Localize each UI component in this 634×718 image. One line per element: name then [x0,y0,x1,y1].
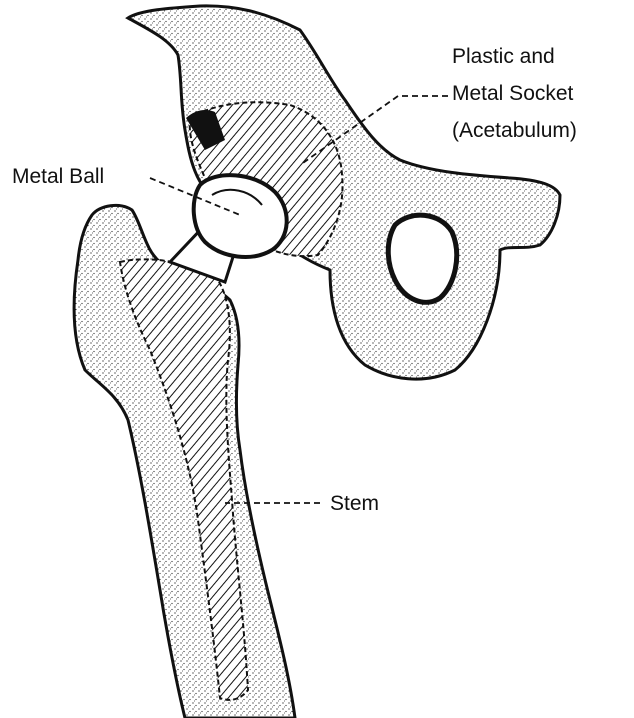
socket-label-line-3: (Acetabulum) [452,119,577,142]
ball-label: Metal Ball [12,165,104,188]
metal-ball [194,175,287,257]
socket-label-line-2: Metal Socket [452,82,574,105]
stem-label: Stem [330,492,379,515]
socket-label-line-1: Plastic and [452,45,555,68]
obturator-foramen [388,215,456,302]
